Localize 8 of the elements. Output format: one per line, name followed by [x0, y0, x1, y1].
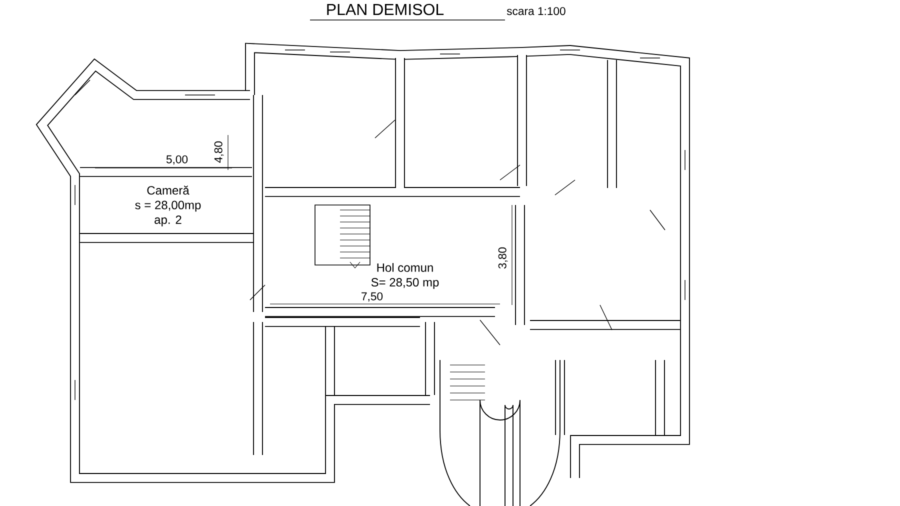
- room-label: Hol comun S= 28,50 mp: [371, 263, 439, 289]
- title: PLAN DEMISOL: [327, 4, 444, 16]
- dimension-label: 4,80: [213, 140, 226, 164]
- dimension-label: 5,00: [164, 154, 190, 166]
- room-label: Cameră s = 28,00mp ap. 2: [135, 186, 201, 226]
- dimension-label: 3,80: [497, 246, 510, 270]
- scale-note: scara 1:100: [505, 6, 568, 16]
- dimension-label: 7,50: [360, 290, 384, 303]
